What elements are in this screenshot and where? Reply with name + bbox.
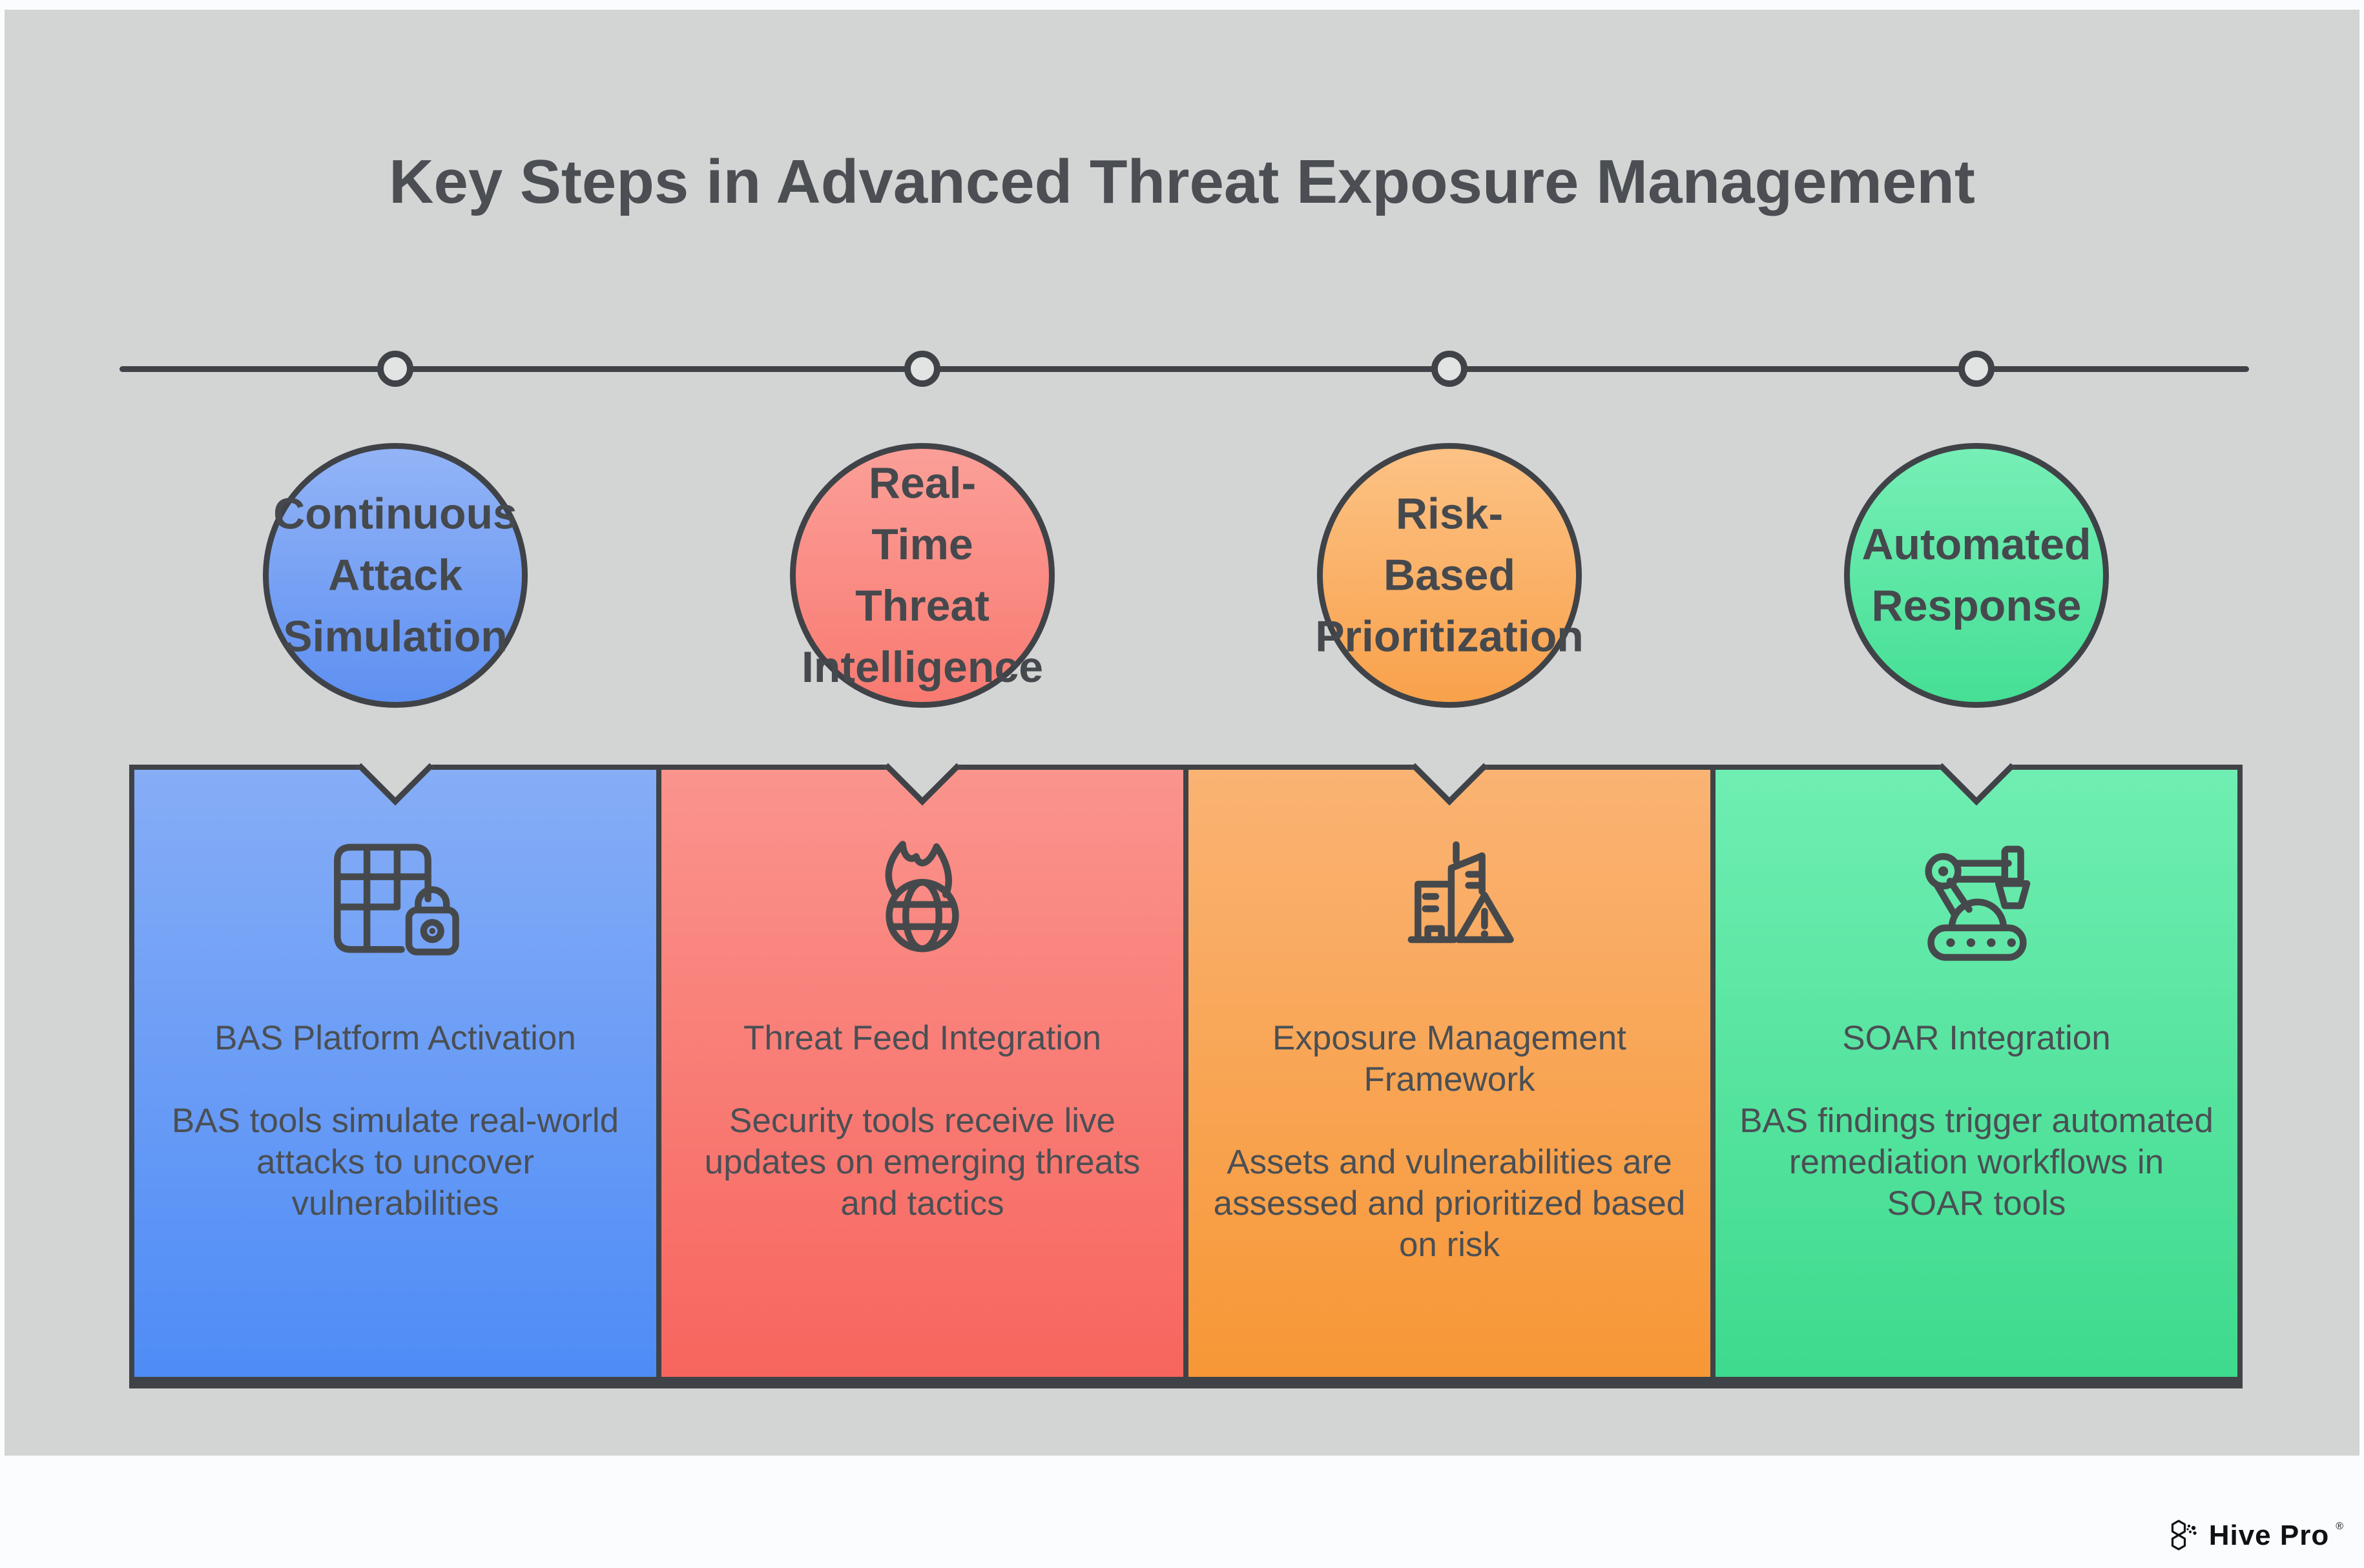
step-card: Exposure Management Framework Assets and… <box>1183 728 1716 1388</box>
card-description: Assets and vulnerabilities are assessed … <box>1213 1143 1686 1264</box>
robot-arm-icon <box>1909 834 2044 964</box>
step-circle-label: Automated Response <box>1861 520 2091 630</box>
card-title: Exposure Management Framework <box>1272 1019 1626 1099</box>
step-real-time-threat-intelligence: Real- Time Threat Intelligence Threat Fe… <box>656 10 1188 1456</box>
timeline-line <box>119 366 2249 372</box>
step-automated-response: Automated Response <box>1710 10 2243 1456</box>
card-notch <box>1938 728 2015 806</box>
step-card: SOAR Integration BAS findings trigger au… <box>1710 728 2243 1388</box>
step-card: Threat Feed Integration Security tools r… <box>656 728 1188 1388</box>
card-description: Security tools receive live updates on e… <box>704 1102 1141 1222</box>
card-title: SOAR Integration <box>1842 1019 2111 1057</box>
hivepro-hexagon-icon <box>2171 1520 2197 1551</box>
card-description: BAS tools simulate real-world attacks to… <box>171 1102 619 1222</box>
card-description: BAS findings trigger automated remediati… <box>1739 1102 2214 1222</box>
timeline-marker <box>377 351 413 387</box>
grid-lock-icon <box>327 834 463 964</box>
step-card: BAS Platform Activation BAS tools simula… <box>129 728 661 1388</box>
step-circle-label: Continuous Attack Simulation <box>273 489 517 661</box>
timeline-marker <box>1958 351 1995 387</box>
step-circle: Continuous Attack Simulation <box>263 443 528 708</box>
step-circle-label: Real- Time Threat Intelligence <box>801 459 1044 692</box>
step-risk-based-prioritization: Risk- Based Prioritization <box>1183 10 1716 1456</box>
page-title: Key Steps in Advanced Threat Exposure Ma… <box>389 147 1975 216</box>
infographic-canvas: Key Steps in Advanced Threat Exposure Ma… <box>5 10 2359 1456</box>
registered-mark: ® <box>2336 1521 2343 1532</box>
step-circle: Risk- Based Prioritization <box>1315 443 1584 708</box>
card-title: Threat Feed Integration <box>743 1019 1101 1057</box>
card-notch <box>1411 728 1488 806</box>
timeline-marker <box>1431 351 1467 387</box>
card-title: BAS Platform Activation <box>214 1019 576 1057</box>
card-notch <box>357 728 434 806</box>
step-continuous-attack-simulation: Continuous Attack Simulation <box>129 10 661 1456</box>
card-notch <box>884 728 961 806</box>
step-circle-label: Risk- Based Prioritization <box>1315 489 1584 661</box>
step-circle: Real- Time Threat Intelligence <box>790 443 1055 708</box>
timeline-marker <box>904 351 940 387</box>
building-warning-icon <box>1382 834 1517 964</box>
flame-globe-icon <box>855 834 990 964</box>
hivepro-logo-text: Hive Pro <box>2208 1520 2330 1551</box>
step-circle: Automated Response <box>1844 443 2109 708</box>
hivepro-logo: Hive Pro ® <box>2168 1519 2343 1553</box>
